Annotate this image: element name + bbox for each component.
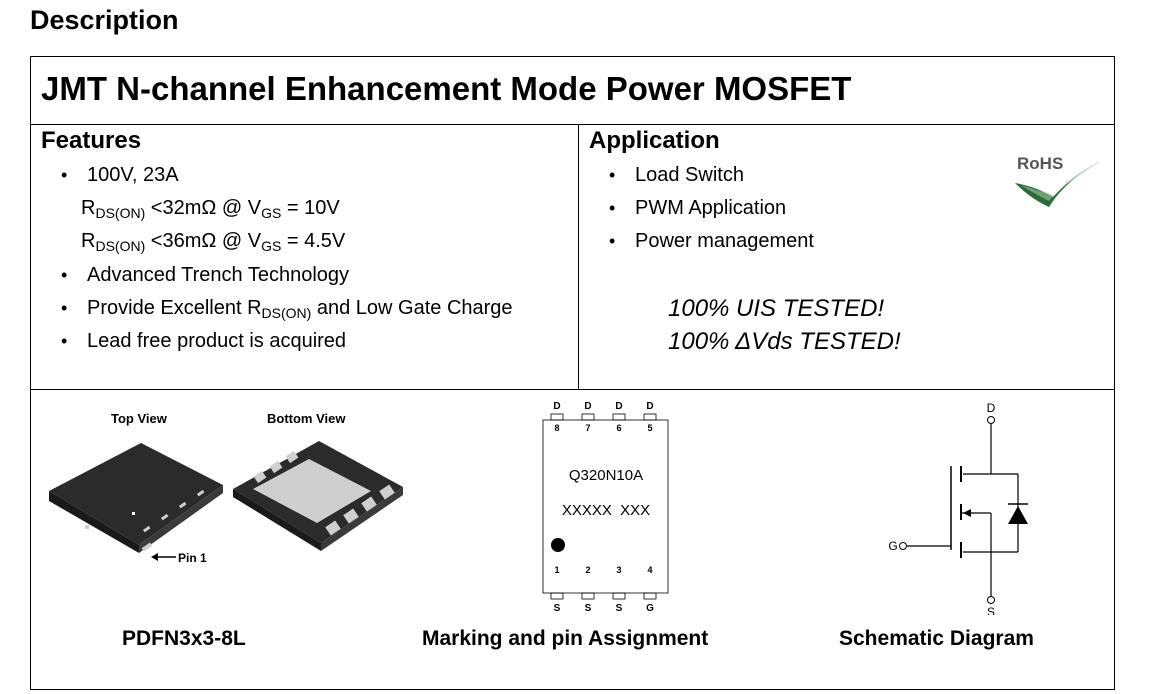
pin-label-d: D [646, 401, 653, 412]
pin-number: 2 [585, 565, 590, 575]
uis-tested-note: 100% UIS TESTED! [668, 295, 885, 322]
package-views: Top View Bottom View Pin 1 [49, 411, 403, 565]
pin-label: S [585, 603, 592, 613]
top-pins: D D D D 8 7 6 5 [550, 401, 657, 433]
package-top-view: Pin 1 [49, 443, 223, 565]
description-heading: Description [30, 5, 179, 35]
top-view-label: Top View [111, 411, 168, 426]
package-caption: PDFN3x3-8L [122, 627, 246, 650]
application-heading: Application [589, 127, 720, 154]
pin-number: 1 [554, 565, 559, 575]
bullet-dot: • [609, 198, 616, 218]
title-row: JMT N-channel Enhancement Mode Power MOS… [31, 57, 1114, 125]
pin-number: 7 [585, 423, 590, 433]
bullet-dot: • [609, 231, 616, 251]
feature-lead-free: Lead free product is acquired [87, 330, 347, 352]
product-title: JMT N-channel Enhancement Mode Power MOS… [41, 70, 852, 107]
part-number: Q320N10A [569, 467, 643, 484]
pin-label: S [554, 603, 561, 613]
feature-trench: Advanced Trench Technology [87, 264, 350, 286]
bullet-dot: • [61, 331, 68, 351]
bullet-dot: • [61, 165, 68, 185]
features-heading: Features [41, 127, 142, 154]
app-item-load-switch: Load Switch [635, 164, 744, 186]
bullet-dot: • [61, 298, 68, 318]
source-label: S [987, 605, 995, 615]
rohs-logo: RoHS [1015, 154, 1107, 207]
rds-line-2: RDS(ON) <36mΩ @ VGS = 4.5V [81, 230, 346, 254]
vds-tested-note: 100% ΔVds TESTED! [668, 328, 901, 355]
pin1-label: Pin 1 [178, 551, 207, 565]
pin-label: S [616, 603, 623, 613]
schematic-diagram: D S G [888, 401, 1028, 615]
pin-label-d: D [584, 401, 591, 412]
app-item-power-mgmt: Power management [635, 230, 814, 252]
features-application-row: Features • 100V, 23A RDS(ON) <32mΩ @ VGS… [31, 125, 1114, 390]
features-section: Features • 100V, 23A RDS(ON) <32mΩ @ VGS… [31, 125, 579, 389]
lot-code: XXXXX XXX [562, 502, 650, 519]
body-diode-icon [1008, 506, 1028, 524]
schematic-caption: Schematic Diagram [839, 627, 1034, 650]
pin-label-d: D [615, 401, 622, 412]
marking-caption: Marking and pin Assignment [422, 627, 709, 650]
bullet-dot: • [609, 165, 616, 185]
pin-number: 8 [554, 423, 559, 433]
pin-label: G [646, 603, 654, 613]
rds-line-1: RDS(ON) <32mΩ @ VGS = 10V [81, 197, 340, 221]
pin-number: 5 [647, 423, 652, 433]
pin-number: 6 [616, 423, 621, 433]
app-item-pwm: PWM Application [635, 197, 787, 219]
marking-diagram: D D D D 8 7 6 5 Q320N10A XXXXX XXX 1 2 3 [542, 401, 669, 613]
rohs-label: RoHS [1017, 154, 1063, 173]
chip-outline [542, 419, 669, 594]
gate-label: G [888, 539, 897, 553]
pin-number: 4 [647, 565, 652, 575]
bullet-dot: • [61, 265, 68, 285]
bottom-view-label: Bottom View [267, 411, 346, 426]
bottom-pins: 1 2 3 4 S S S G [550, 565, 657, 613]
rating-text: 100V, 23A [87, 164, 179, 186]
pin-number: 3 [616, 565, 621, 575]
pin1-dot [551, 538, 565, 552]
drain-label: D [987, 401, 996, 415]
package-bottom-view [233, 441, 403, 551]
feature-rds-gate: Provide Excellent RDS(ON) and Low Gate C… [87, 297, 513, 321]
datasheet-frame: JMT N-channel Enhancement Mode Power MOS… [30, 56, 1115, 690]
application-section: Application • Load Switch • PWM Applicat… [579, 125, 1114, 389]
package-diagrams-row: Top View Bottom View Pin 1 [31, 390, 1114, 690]
pin-label-d: D [553, 401, 560, 412]
